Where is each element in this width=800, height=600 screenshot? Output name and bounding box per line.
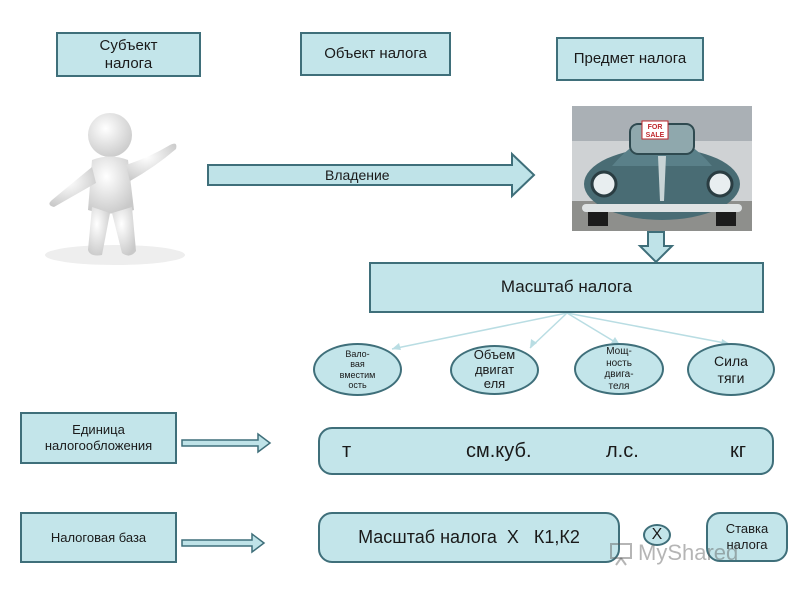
scale-title: Масштаб налога <box>500 277 633 297</box>
base-label: Налоговая база <box>50 529 147 545</box>
option-thrust-label: Сила тяги <box>714 353 748 386</box>
watermark-text: MyShared <box>638 540 739 565</box>
option-engine-volume: Объем двигат еля <box>450 345 539 395</box>
option-thrust: Сила тяги <box>687 343 775 396</box>
option-engine-power: Мощ- ность двига- теля <box>574 343 664 395</box>
presentation-icon <box>610 543 632 566</box>
svg-text:SALE: SALE <box>646 132 665 139</box>
scale-box: Масштаб налога <box>369 262 764 313</box>
car-photo-icon: FOR SALE <box>572 106 752 231</box>
person-figure-icon <box>45 113 185 265</box>
multiply-sign: Х <box>643 524 671 546</box>
formula-text: Масштаб налога Х К1,К2 <box>358 526 580 547</box>
option-tonnage-label: Вало- вая вместим ость <box>339 348 376 390</box>
item-label: Предмет налога <box>573 50 687 67</box>
item-box: Предмет налога <box>556 37 704 81</box>
option-tonnage: Вало- вая вместим ость <box>313 343 402 396</box>
rate-box: Ставка налога <box>706 512 788 562</box>
subject-box: Субъект налога <box>56 32 201 77</box>
formula-box: Масштаб налога Х К1,К2 <box>318 512 620 563</box>
unit-cubic-cm: см.куб. <box>466 440 532 462</box>
unit-label: Единица налогообложения <box>44 422 153 453</box>
unit-ton: т <box>342 440 352 462</box>
unit-label-box: Единица налогообложения <box>20 412 177 464</box>
unit-horsepower: л.с. <box>606 440 639 462</box>
rate-label: Ставка налога <box>725 521 769 552</box>
option-engine-power-label: Мощ- ность двига- теля <box>604 346 634 392</box>
option-engine-volume-label: Объем двигат еля <box>473 346 516 392</box>
ownership-label: Владение <box>325 167 390 183</box>
subject-label: Субъект налога <box>99 36 158 72</box>
svg-text:FOR: FOR <box>648 124 663 131</box>
unit-kg: кг <box>730 440 747 462</box>
watermark: MyShared <box>608 540 738 566</box>
multiply-sign-label: Х <box>651 525 663 543</box>
object-label: Объект налога <box>324 45 427 62</box>
object-box: Объект налога <box>300 32 451 76</box>
units-box: т см.куб. л.с. кг <box>318 427 774 475</box>
base-label-box: Налоговая база <box>20 512 177 563</box>
